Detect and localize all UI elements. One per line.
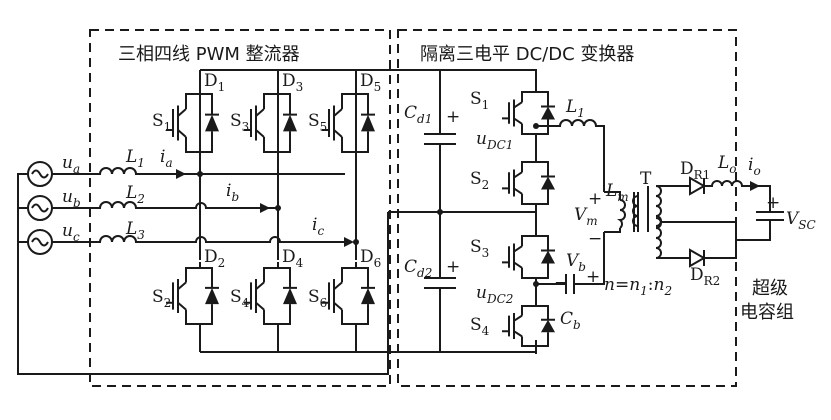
converter-box xyxy=(397,29,737,387)
label-ua: ua xyxy=(62,153,80,176)
switch-s2-dc xyxy=(502,156,555,210)
label-S4-dc: S4 xyxy=(470,315,490,338)
label-S4: S4 xyxy=(230,287,250,310)
switch-s1 xyxy=(166,88,219,158)
label-L2: L2 xyxy=(125,183,145,206)
label-S2: S2 xyxy=(152,287,171,310)
switch-s4 xyxy=(244,262,297,330)
label-turns-ratio: n=n1:n2 xyxy=(604,275,672,298)
label-DR1: DR1 xyxy=(680,159,710,182)
label-Vsc: VSC xyxy=(786,209,816,232)
label-S1: S1 xyxy=(152,111,171,134)
label-D4: D4 xyxy=(282,247,304,270)
switch-s6 xyxy=(322,262,375,330)
switch-s1-dc xyxy=(502,86,555,140)
label-supercap-2: 电容组 xyxy=(740,302,794,323)
label-Cd1: Cd1 xyxy=(404,103,432,126)
label-D6: D6 xyxy=(360,247,381,270)
label-Lm: Lm xyxy=(605,181,629,204)
label-Lo: Lo xyxy=(717,153,737,176)
label-D3: D3 xyxy=(282,71,303,94)
minus-vb: − xyxy=(554,273,568,293)
converter-title: 隔离三电平 DC/DC 变换器 xyxy=(420,44,634,65)
label-S5: S5 xyxy=(308,111,327,134)
rectifier-bridge xyxy=(199,69,440,353)
label-io: io xyxy=(748,155,761,178)
plus-cd2: + xyxy=(446,257,460,277)
label-supercap-1: 超级 xyxy=(752,278,788,299)
label-S3: S3 xyxy=(230,111,249,134)
label-L1: L1 xyxy=(125,147,145,170)
label-ia: ia xyxy=(160,147,173,170)
label-S1-dc: S1 xyxy=(470,89,489,112)
label-ic: ic xyxy=(312,215,324,238)
label-T: T xyxy=(640,169,652,189)
label-uDC2: uDC2 xyxy=(476,283,513,306)
label-Vm: Vm xyxy=(574,205,598,228)
line-inductors xyxy=(52,167,354,247)
switch-s5 xyxy=(322,88,375,158)
switch-s3-dc xyxy=(502,230,555,284)
junctions xyxy=(197,123,539,287)
label-S3-dc: S3 xyxy=(470,237,489,260)
rectifier-title: 三相四线 PWM 整流器 xyxy=(118,44,300,65)
label-D1: D1 xyxy=(204,71,225,94)
switch-s4-dc xyxy=(502,300,555,352)
label-Vb: Vb xyxy=(566,251,586,274)
label-L3: L3 xyxy=(125,219,145,242)
dc-link-capacitors xyxy=(387,70,536,352)
label-uc: uc xyxy=(62,221,80,244)
label-Cb: Cb xyxy=(560,309,581,332)
label-uDC1: uDC1 xyxy=(476,129,513,152)
plus-cd1: + xyxy=(446,107,460,127)
plus-vm: + xyxy=(588,189,602,209)
label-L1-dc: L1 xyxy=(565,97,585,120)
switch-group xyxy=(166,86,555,352)
switch-s2 xyxy=(166,262,219,330)
ac-sources xyxy=(17,161,389,375)
label-ib: ib xyxy=(226,181,239,204)
label-D2: D2 xyxy=(204,247,225,270)
label-DR2: DR2 xyxy=(690,265,720,288)
label-ub: ub xyxy=(62,187,81,210)
label-D5: D5 xyxy=(360,71,381,94)
label-Cd2: Cd2 xyxy=(404,257,432,280)
minus-vm: − xyxy=(588,229,602,249)
plus-vb: + xyxy=(586,267,600,287)
label-S6: S6 xyxy=(308,287,327,310)
three-level-leg xyxy=(440,69,605,354)
transformer xyxy=(604,185,690,259)
output-stage xyxy=(676,176,784,268)
label-S2-dc: S2 xyxy=(470,169,489,192)
plus-vsc: + xyxy=(766,193,780,213)
switch-s3 xyxy=(244,88,297,158)
